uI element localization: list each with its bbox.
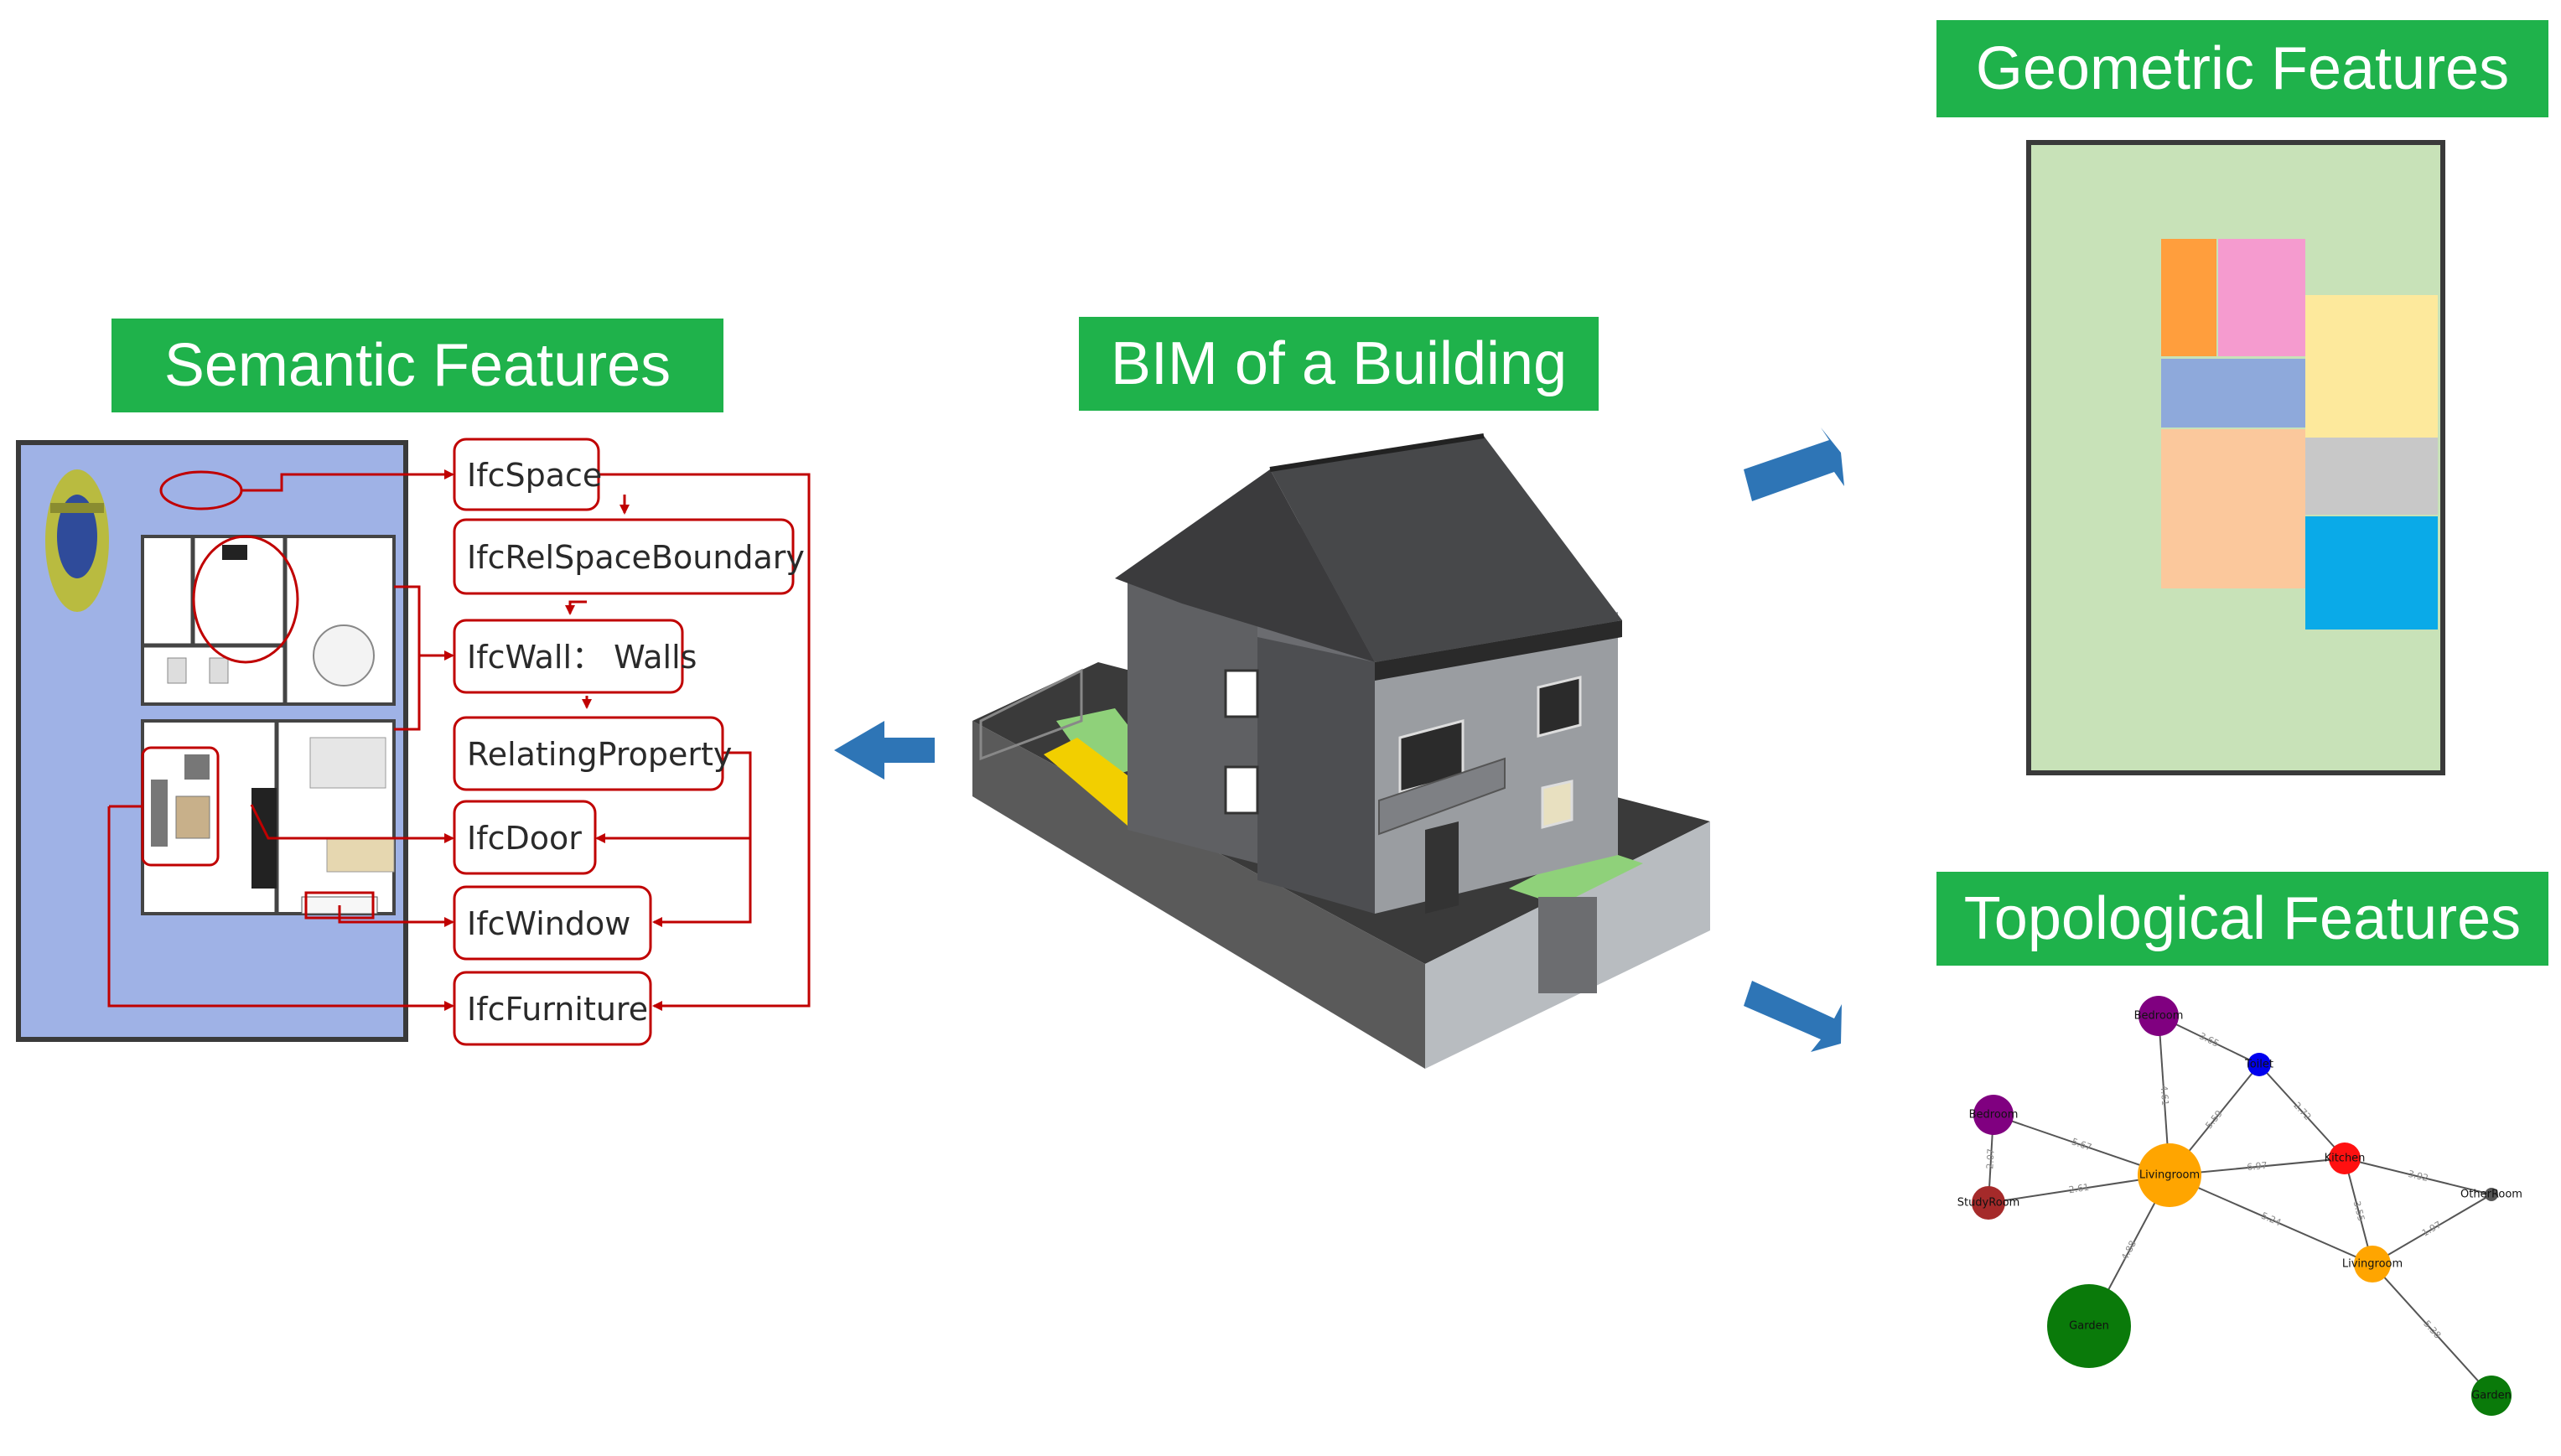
graph-node-label: Garden	[2471, 1390, 2512, 1402]
ifc-connectors	[107, 469, 811, 1011]
car-icon	[45, 469, 109, 612]
graph-edge-weight: 2.61	[2068, 1182, 2090, 1196]
graph-node-label: Bedroom	[1969, 1109, 2019, 1122]
graph-node-label: Bedroom	[2134, 1010, 2184, 1023]
graph-edge	[2344, 1158, 2492, 1195]
bim-title: BIM of a Building	[1079, 317, 1599, 411]
ifc-label: RelatingProperty	[467, 736, 732, 773]
ifc-box-ifcfurniture: IfcFurniture	[453, 971, 652, 1046]
ifc-label: IfcDoor	[467, 820, 582, 857]
graph-node-toilet	[2247, 1053, 2271, 1076]
ifc-box-ifcrelspaceboundary: IfcRelSpaceBoundary	[453, 518, 805, 595]
arrow-left-icon	[834, 721, 935, 780]
graph-edge-weight: 1.97	[2420, 1219, 2444, 1239]
graph-node-kitchen	[2329, 1143, 2361, 1174]
graph-edge-weight: 3.65	[2197, 1030, 2221, 1049]
topological-features-title: Topological Features	[1936, 872, 2548, 966]
graph-edge	[2372, 1194, 2492, 1265]
semantic-features-title: Semantic Features	[111, 319, 723, 412]
graph-edge-weight: 3.55	[2351, 1200, 2367, 1222]
graph-edge-weight: 3.92	[2407, 1168, 2429, 1184]
graph-node-label: Kitchen	[2325, 1153, 2366, 1165]
ifc-label: IfcFurniture	[467, 991, 648, 1028]
ifc-entity-list: IfcSpace IfcRelSpaceBoundary IfcWall： Wa…	[453, 438, 805, 1046]
ifc-label: IfcSpace	[467, 457, 602, 494]
ifc-box-ifcwall: IfcWall： Walls	[453, 619, 697, 694]
ifc-label: IfcWindow	[467, 905, 630, 942]
graph-node-bedroom1	[2138, 996, 2179, 1036]
graph-node-label: Livingroom	[2342, 1258, 2403, 1271]
bim-house-model	[972, 433, 1710, 1069]
graph-nodes: BedroomToiletBedroomKitchenLivingroomStu…	[1957, 996, 2522, 1416]
graph-node-studyroom	[1972, 1186, 2005, 1220]
graph-edge	[2258, 1064, 2346, 1159]
graph-node-garden1	[2047, 1284, 2131, 1368]
graph-edge-weight: 4.88	[2119, 1239, 2138, 1262]
graph-node-label: Toilet	[2244, 1059, 2273, 1071]
graph-edge-weight: 5.67	[2070, 1136, 2092, 1153]
graph-edge	[2372, 1263, 2492, 1396]
ifc-box-ifcwindow: IfcWindow	[453, 885, 652, 961]
ifc-label: IfcRelSpaceBoundary	[467, 539, 805, 576]
geometric-floor-plan	[2026, 140, 2445, 775]
graph-node-otherroom	[2485, 1188, 2498, 1201]
graph-node-livingroom1	[2138, 1143, 2201, 1207]
graph-edge-weight: 6.97	[2247, 1160, 2268, 1173]
graph-edge-weight: 2.07	[1984, 1148, 1996, 1169]
graph-edge-weight: 4.61	[2159, 1085, 2171, 1106]
ifc-label: IfcWall： Walls	[467, 639, 697, 676]
graph-edge-weight: 5.24	[2259, 1210, 2283, 1229]
graph-edge	[2169, 1174, 2373, 1265]
graph-node-label: Garden	[2069, 1320, 2109, 1333]
ifc-box-relatingproperty: RelatingProperty	[453, 716, 732, 791]
arrow-up-right-icon	[1744, 427, 1844, 501]
graph-node-label: OtherRoom	[2460, 1189, 2522, 1201]
graph-node-bedroom2	[1973, 1095, 2014, 1135]
graph-node-label: Livingroom	[2139, 1169, 2200, 1182]
arrow-down-right-icon	[1744, 981, 1842, 1052]
geometric-features-title: Geometric Features	[1936, 20, 2548, 117]
graph-node-garden2	[2471, 1376, 2512, 1416]
semantic-floor-plan	[16, 440, 408, 1042]
ifc-box-ifcspace: IfcSpace	[453, 438, 602, 511]
ifc-box-ifcdoor: IfcDoor	[453, 800, 597, 875]
graph-node-livingroom2	[2354, 1246, 2391, 1282]
graph-node-label: StudyRoom	[1957, 1197, 2020, 1210]
